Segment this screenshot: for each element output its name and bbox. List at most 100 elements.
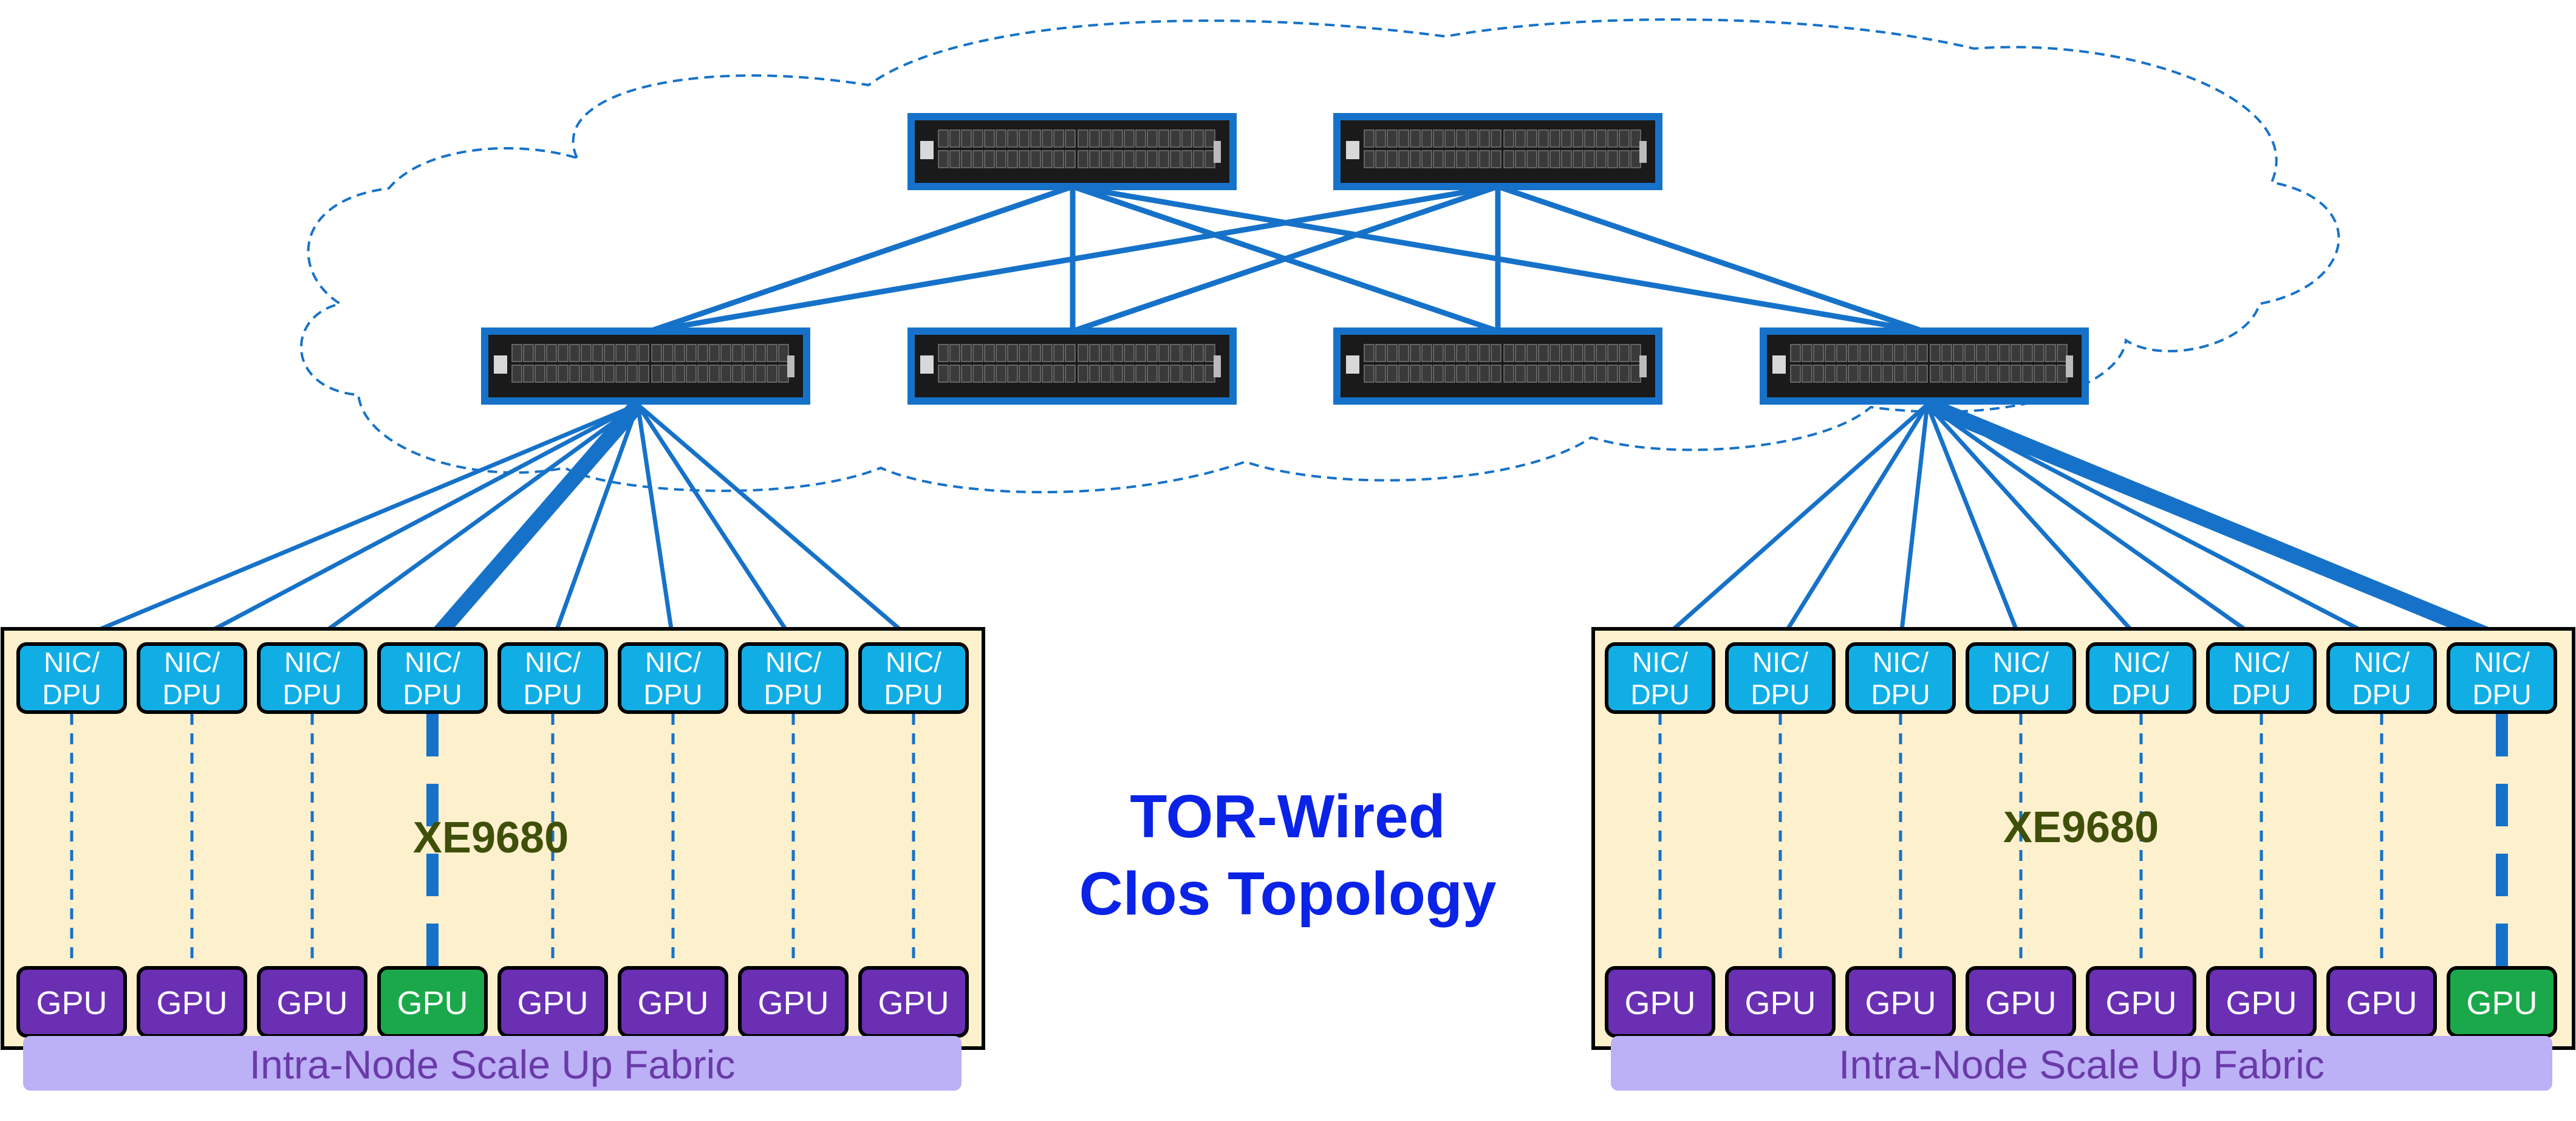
gpu-label: GPU [156, 985, 227, 1021]
nic-label-line-1: NIC/ [2474, 646, 2530, 678]
diagram-title-line-2: Clos Topology [1079, 860, 1497, 928]
nic-dpu-card[interactable]: NIC/DPU [377, 642, 488, 714]
nic-uplink [1925, 403, 2023, 642]
intra-node-fabric-bar: Intra-Node Scale Up Fabric [1611, 1036, 2552, 1091]
gpu-active[interactable]: GPU [2447, 966, 2557, 1038]
nic-dpu-card[interactable]: NIC/DPU [137, 642, 247, 714]
gpu-label: GPU [397, 985, 468, 1021]
gpu[interactable]: GPU [497, 966, 608, 1038]
nic-uplink [636, 403, 915, 643]
nic-dpu-card[interactable]: NIC/DPU [1725, 642, 1836, 714]
nic-label-line-2: DPU [764, 679, 822, 710]
gpu-active[interactable]: GPU [377, 966, 488, 1038]
gpu[interactable]: GPU [2326, 966, 2437, 1038]
nic-label-line-1: NIC/ [44, 646, 100, 678]
gpu[interactable]: GPU [738, 966, 849, 1038]
leaf-switch-2[interactable] [907, 327, 1237, 405]
gpu-label: GPU [757, 985, 828, 1021]
leaf-switch-3[interactable] [1333, 327, 1662, 405]
nic-dpu-card[interactable]: NIC/DPU [16, 642, 127, 714]
leaf-switch-4[interactable] [1760, 327, 2089, 405]
nic-dpu-card[interactable]: NIC/DPU [2086, 642, 2196, 714]
nic-uplink [191, 402, 639, 643]
gpu[interactable]: GPU [1966, 966, 2076, 1038]
nic-label-line-2: DPU [282, 679, 341, 710]
node-layer: NIC/DPU GPU NIC/DPU GPU NIC/DPU GPU NIC/DPU GPU… [1, 627, 2575, 1091]
nic-uplink [635, 404, 675, 642]
nic-uplink [1898, 404, 1930, 642]
gpu-label: GPU [878, 985, 949, 1021]
gpu[interactable]: GPU [1845, 966, 1956, 1038]
nic-uplink [1924, 397, 2505, 649]
nic-dpu-card[interactable]: NIC/DPU [858, 642, 969, 714]
leaf-switch-1[interactable] [481, 327, 810, 405]
gpu-label: GPU [36, 985, 107, 1021]
gpu[interactable]: GPU [1605, 966, 1715, 1038]
nic-uplink [1658, 403, 1929, 643]
nic-uplink [1925, 403, 2263, 643]
nic-label-line-1: NIC/ [1993, 646, 2049, 678]
nic-label-line-2: DPU [403, 679, 462, 710]
nic-label-line-2: DPU [2111, 679, 2170, 710]
gpu-label: GPU [517, 985, 588, 1021]
nic-label-line-1: NIC/ [645, 646, 701, 678]
nic-label-line-1: NIC/ [164, 646, 220, 678]
nic-dpu-card[interactable]: NIC/DPU [738, 642, 849, 714]
gpu[interactable]: GPU [137, 966, 247, 1038]
spine-switch-2[interactable] [1333, 113, 1662, 190]
nic-uplink [550, 403, 640, 642]
spine-2-leaf-2-link [1071, 183, 1499, 334]
nic-dpu-card[interactable]: NIC/DPU [1845, 642, 1956, 714]
gpu[interactable]: GPU [618, 966, 728, 1038]
nic-dpu-card[interactable]: NIC/DPU [2206, 642, 2317, 714]
gpu[interactable]: GPU [1725, 966, 1836, 1038]
spine-leaf-links [649, 183, 1924, 334]
nic-label-line-1: NIC/ [765, 646, 821, 678]
spine-2-leaf-4-link [1497, 183, 1924, 334]
gpu[interactable]: GPU [16, 966, 127, 1038]
nic-dpu-card[interactable]: NIC/DPU [1605, 642, 1715, 714]
nic-dpu-card[interactable]: NIC/DPU [497, 642, 608, 714]
gpu-label: GPU [1624, 985, 1695, 1021]
intra-node-fabric-bar: Intra-Node Scale Up Fabric [23, 1036, 962, 1091]
gpu-label: GPU [2226, 985, 2297, 1021]
gpu[interactable]: GPU [2206, 966, 2317, 1038]
fabric-label: Intra-Node Scale Up Fabric [250, 1042, 736, 1087]
gpu-label: GPU [1865, 985, 1936, 1021]
nic-dpu-card[interactable]: NIC/DPU [257, 642, 367, 714]
nic-label-line-1: NIC/ [2113, 646, 2169, 678]
nic-label-line-2: DPU [1991, 679, 2050, 710]
nic-uplink [310, 403, 640, 643]
nic-dpu-card[interactable]: NIC/DPU [2326, 642, 2437, 714]
nic-label-line-1: NIC/ [525, 646, 581, 678]
network-cloud [299, 18, 2340, 493]
nic-dpu-card[interactable]: NIC/DPU [2447, 642, 2557, 714]
gpu-label: GPU [2105, 985, 2176, 1021]
xe9680-node-2: NIC/DPU GPU NIC/DPU GPU NIC/DPU GPU NIC/DPU GPU… [1591, 627, 2575, 1091]
nic-label-line-1: NIC/ [1632, 646, 1688, 678]
nic-dpu-card[interactable]: NIC/DPU [1966, 642, 2076, 714]
gpu-label: GPU [2466, 985, 2537, 1021]
gpu[interactable]: GPU [2086, 966, 2196, 1038]
xe9680-node-1: NIC/DPU GPU NIC/DPU GPU NIC/DPU GPU NIC/DPU GPU… [1, 627, 985, 1091]
nic-label-line-2: DPU [1751, 679, 1809, 710]
nic-label-line-1: NIC/ [1873, 646, 1929, 678]
nic-label-line-2: DPU [162, 679, 221, 710]
gpu[interactable]: GPU [858, 966, 969, 1038]
nic-label-line-2: DPU [643, 679, 702, 710]
gpu[interactable]: GPU [257, 966, 367, 1038]
spine-switch-1[interactable] [907, 113, 1237, 190]
fabric-label: Intra-Node Scale Up Fabric [1839, 1042, 2325, 1087]
node-model-label: XE9680 [413, 814, 569, 862]
nic-label-line-2: DPU [42, 679, 101, 710]
nic-label-line-1: NIC/ [405, 646, 460, 678]
nic-dpu-card[interactable]: NIC/DPU [618, 642, 728, 714]
gpu-label: GPU [276, 985, 347, 1021]
nic-label-line-2: DPU [2352, 679, 2411, 710]
nic-label-line-2: DPU [2472, 679, 2531, 710]
spine-1-leaf-1-link [649, 183, 1074, 334]
nic-label-line-2: DPU [1630, 679, 1689, 710]
nic-uplink [1778, 403, 1929, 642]
nic-uplink [70, 402, 639, 643]
